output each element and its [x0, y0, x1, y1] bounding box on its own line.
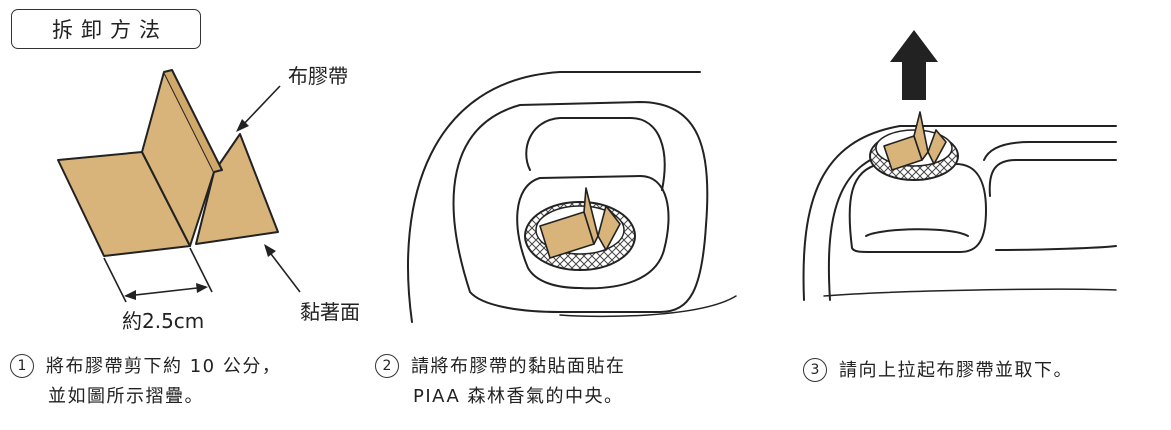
- callout-arrow-adhesive: [264, 244, 301, 293]
- step-2-line1: 請將布膠帶的黏貼面貼在: [411, 356, 626, 377]
- callout-arrow-tape: [236, 85, 281, 132]
- console-illustration: [802, 125, 1117, 301]
- tape-right-flap: [195, 133, 279, 245]
- step-number-2: 2: [375, 354, 399, 378]
- folded-tape-illustration: [57, 69, 279, 257]
- fragrance-pod-3: [869, 111, 959, 181]
- dimension-arrow: [103, 247, 213, 303]
- step-2-line2: PIAA 森林香氣的中央。: [413, 386, 624, 407]
- tape-on-pod-right: [597, 205, 621, 251]
- up-arrow-icon: [890, 30, 938, 100]
- tape-lifted-right: [927, 129, 947, 165]
- method-title: 拆卸方法: [11, 9, 201, 49]
- label-measure: 約2.5cm: [122, 309, 205, 333]
- step-1-line1: 將布膠帶剪下約 10 公分，: [46, 356, 282, 377]
- step-number-3: 3: [803, 358, 827, 382]
- step-1: 1 將布膠帶剪下約 10 公分， 並如圖所示摺疊。: [10, 352, 281, 412]
- cup-holder-illustration: [407, 71, 737, 323]
- fragrance-pod-2: [524, 187, 636, 271]
- label-tape: 布膠帶: [288, 64, 348, 88]
- step-number-1: 1: [10, 354, 34, 378]
- step-2: 2 請將布膠帶的黏貼面貼在 PIAA 森林香氣的中央。: [375, 352, 626, 412]
- step-3: 3 請向上拉起布膠帶並取下。: [803, 356, 1073, 386]
- step-3-line1: 請向上拉起布膠帶並取下。: [839, 360, 1073, 381]
- step-1-line2: 並如圖所示摺疊。: [48, 386, 204, 407]
- label-adhesive: 黏著面: [300, 300, 360, 324]
